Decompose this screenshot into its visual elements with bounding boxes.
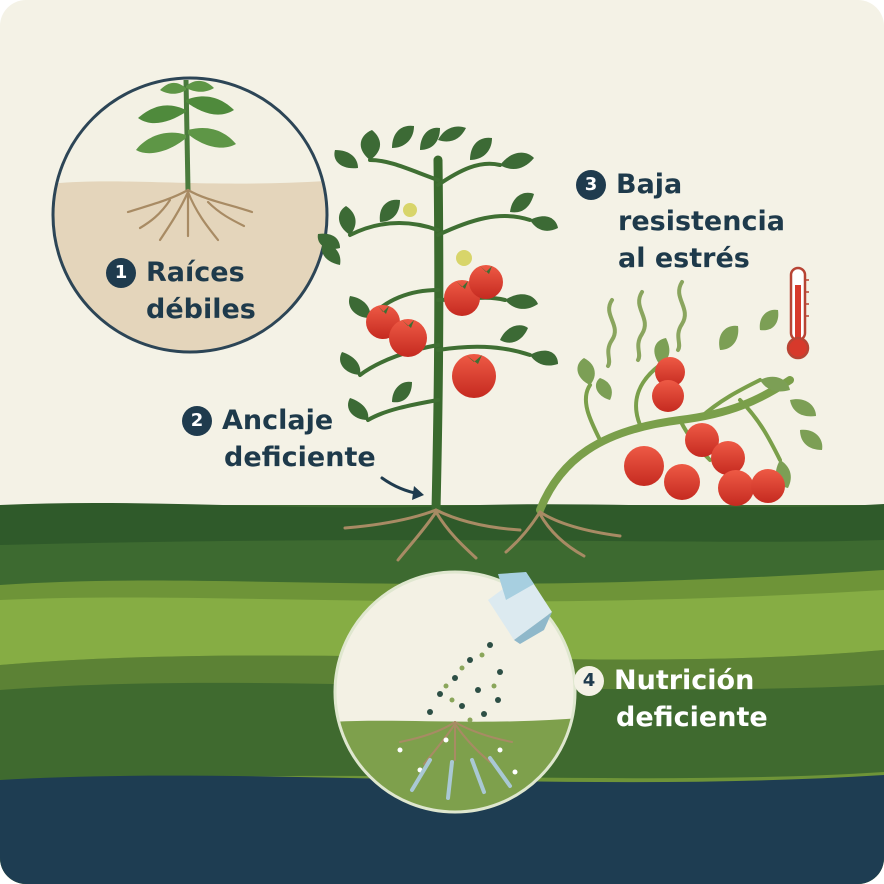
tomato-plant-icon: [317, 125, 558, 515]
label-text: Anclaje: [222, 405, 334, 436]
number-badge: 4: [574, 666, 604, 696]
label-text: débiles: [146, 294, 256, 325]
label-text: al estrés: [618, 243, 750, 274]
fertilizer-bag-icon: [488, 572, 552, 644]
label-poor-anchorage: 2 Anclaje deficiente: [182, 402, 376, 476]
wilting-tomato-plant-icon: [536, 309, 823, 514]
label-text: Baja: [616, 169, 683, 200]
heat-wave-icon: [606, 280, 687, 368]
label-text: Raíces: [146, 257, 245, 288]
surface-roots: [343, 508, 622, 562]
label-text: deficiente: [616, 702, 768, 733]
label-weak-roots: 1 Raíces débiles: [106, 254, 256, 328]
label-low-stress-resistance: 3 Baja resistencia al estrés: [576, 166, 785, 277]
number-badge: 3: [576, 170, 606, 200]
label-poor-nutrition: 4 Nutrición deficiente: [574, 662, 768, 736]
label-text: resistencia: [618, 206, 785, 237]
number-badge: 2: [182, 406, 212, 436]
thermometer-icon: [786, 266, 810, 360]
number-badge: 1: [106, 258, 136, 288]
label-text: Nutrición: [614, 665, 755, 696]
label-text: deficiente: [224, 442, 376, 473]
